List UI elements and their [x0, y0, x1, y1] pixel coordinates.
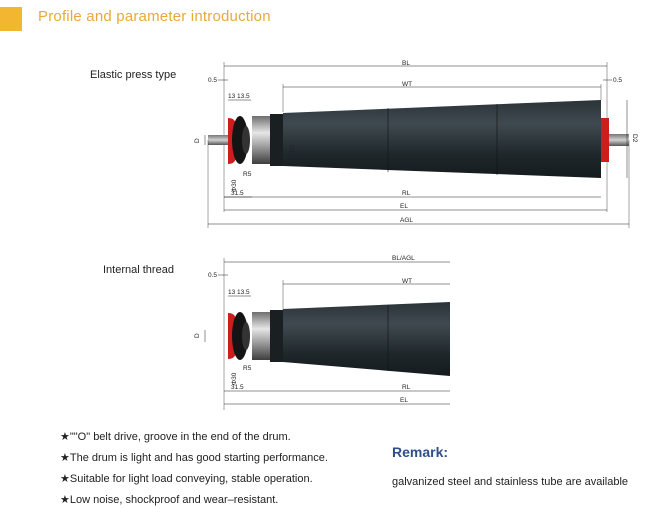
- dim-31-5: 31.5: [231, 190, 244, 197]
- dim-wt: WT: [402, 81, 412, 88]
- dim-d: D: [194, 138, 201, 143]
- dim2-el: EL: [400, 397, 408, 404]
- dim-bl: BL: [402, 60, 410, 67]
- diagram1: BL 0.5 0.5 WT 13 13.5 D1: [194, 60, 638, 228]
- feature-item: ★Suitable for light load conveying, stab…: [60, 473, 313, 485]
- dim-r5: R5: [243, 171, 252, 178]
- dim2-r5: R5: [243, 365, 252, 372]
- diagram1-label: Elastic press type: [90, 69, 177, 81]
- dim-phi30: Φ30: [231, 179, 238, 192]
- dim2-13-5: 13.5: [237, 289, 250, 296]
- dim2-d: D: [194, 333, 201, 338]
- diagram2: BL/AGL 0.5 WT 13 13.5 D Φ30 R5 31.5 RL E…: [194, 255, 450, 410]
- dim2-half-left: 0.5: [208, 272, 217, 279]
- feature-item: ★Low noise, shockproof and wear–resistan…: [60, 494, 279, 506]
- remark-title: Remark:: [392, 444, 449, 460]
- dim-d2: D2: [631, 134, 638, 143]
- header-accent-block: [0, 7, 22, 31]
- dim2-rl: RL: [402, 384, 411, 391]
- dim-half-left: 0.5: [208, 77, 217, 84]
- feature-item: ★The drum is light and has good starting…: [60, 452, 328, 464]
- feature-item: ★""O" belt drive, groove in the end of t…: [60, 431, 291, 443]
- dim-13: 13: [228, 93, 236, 100]
- dim-d1: D1: [288, 145, 295, 154]
- dim-bl-agl: BL/AGL: [392, 255, 415, 262]
- dim2-phi30: Φ30: [231, 372, 238, 385]
- dim-agl: AGL: [400, 217, 413, 224]
- dim-el: EL: [400, 203, 408, 210]
- dim-13-5: 13.5: [237, 93, 250, 100]
- page-title: Profile and parameter introduction: [38, 8, 271, 25]
- remark-text: galvanized steel and stainless tube are …: [392, 476, 629, 488]
- diagram2-label: Internal thread: [103, 264, 174, 276]
- dim-rl: RL: [402, 190, 411, 197]
- dim2-31-5: 31.5: [231, 384, 244, 391]
- dim-half-right: 0.5: [613, 77, 622, 84]
- dim2-13: 13: [228, 289, 236, 296]
- dim2-wt: WT: [402, 278, 412, 285]
